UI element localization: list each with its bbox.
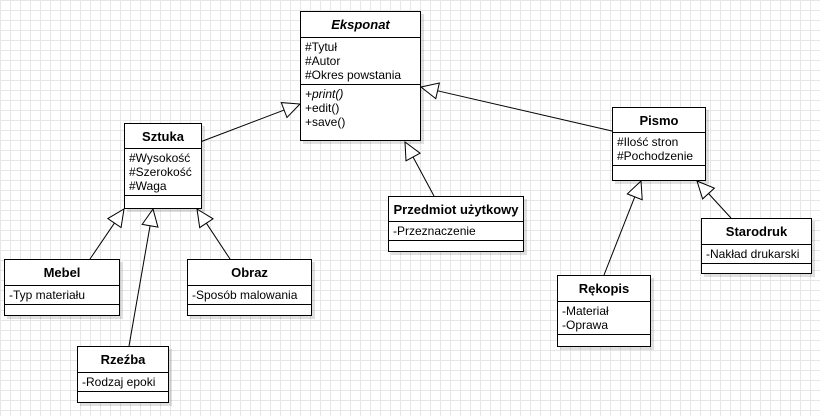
attributes-compartment: -Materiał-Oprawa: [558, 302, 650, 335]
attributes-compartment: -Nakład drukarski: [702, 245, 811, 264]
hollow-triangle-arrowhead: [280, 102, 302, 119]
attribute: -Oprawa: [562, 318, 609, 332]
class-name: Sztuka: [125, 124, 201, 149]
generalization-rekopis-to-pismo: [603, 179, 643, 276]
class-przedmiot-uzytkowy[interactable]: Przedmiot użytkowy -Przeznaczenie: [388, 196, 524, 252]
operation: +print(): [305, 87, 344, 101]
class-pismo[interactable]: Pismo #Ilość stron#Pochodzenie: [612, 107, 706, 181]
hollow-triangle-arrowhead: [106, 208, 125, 229]
generalization-przedmiot-to-eksponat: [404, 140, 435, 197]
class-starodruk[interactable]: Starodruk -Nakład drukarski: [701, 218, 812, 274]
class-name: Rzeźba: [78, 347, 168, 373]
hollow-triangle-arrowhead: [626, 179, 643, 201]
attributes-compartment: #Tytuł#Autor#Okres powstania: [301, 38, 420, 85]
attribute: -Sposób malowania: [192, 288, 298, 302]
attribute: #Tytuł: [305, 40, 338, 54]
hollow-triangle-arrowhead: [404, 140, 422, 162]
operations-compartment: [558, 335, 650, 346]
class-rzezba[interactable]: Rzeźba -Rodzaj epoki: [77, 346, 169, 403]
generalization-mebel-to-sztuka: [89, 208, 125, 260]
operation: +save(): [305, 115, 346, 129]
class-sztuka[interactable]: Sztuka #Wysokość#Szerokość#Waga: [124, 123, 202, 209]
attributes-compartment: -Sposób malowania: [188, 286, 311, 305]
operations-compartment: [5, 305, 119, 315]
attributes-compartment: -Przeznaczenie: [389, 222, 523, 241]
operations-compartment: [125, 196, 201, 208]
operations-compartment: [188, 305, 311, 315]
generalization-pismo-to-eksponat: [419, 82, 613, 132]
attribute: #Szerokość: [129, 165, 192, 179]
class-name: Przedmiot użytkowy: [389, 197, 523, 222]
attributes-compartment: -Typ materiału: [5, 286, 119, 305]
hollow-triangle-arrowhead: [696, 180, 716, 200]
attributes-compartment: #Ilość stron#Pochodzenie: [613, 133, 705, 166]
class-name: Pismo: [613, 108, 705, 133]
operation: +edit(): [305, 101, 340, 115]
generalization-starodruk-to-pismo: [696, 180, 732, 219]
attribute: #Wysokość: [129, 151, 191, 165]
class-name: Eksponat: [301, 12, 420, 38]
operations-compartment: +print()+edit()+save(): [301, 85, 420, 140]
hollow-triangle-arrowhead: [141, 207, 159, 228]
attribute: -Materiał: [562, 304, 609, 318]
attribute: #Ilość stron: [617, 135, 679, 149]
hollow-triangle-arrowhead: [419, 82, 441, 100]
attribute: -Przeznaczenie: [393, 224, 476, 238]
class-name: Mebel: [5, 260, 119, 286]
generalization-rzezba-to-sztuka: [128, 207, 159, 347]
attribute: -Rodzaj epoki: [82, 375, 156, 389]
attribute: #Waga: [129, 179, 167, 193]
class-rekopis[interactable]: Rękopis -Materiał-Oprawa: [557, 275, 651, 347]
class-mebel[interactable]: Mebel -Typ materiału: [4, 259, 120, 316]
class-name: Obraz: [188, 260, 311, 286]
class-eksponat[interactable]: Eksponat #Tytuł#Autor#Okres powstania +p…: [300, 11, 421, 141]
generalization-obraz-to-sztuka: [196, 208, 231, 260]
generalization-sztuka-to-eksponat: [186, 102, 302, 148]
attributes-compartment: #Wysokość#Szerokość#Waga: [125, 149, 201, 196]
hollow-triangle-arrowhead: [196, 208, 214, 229]
attribute: #Okres powstania: [305, 68, 402, 82]
attribute: -Nakład drukarski: [706, 247, 800, 261]
attribute: -Typ materiału: [9, 288, 86, 302]
attribute: #Autor: [305, 54, 341, 68]
attributes-compartment: -Rodzaj epoki: [78, 373, 168, 392]
operations-compartment: [78, 392, 168, 402]
attribute: #Pochodzenie: [617, 149, 694, 163]
class-name: Rękopis: [558, 276, 650, 302]
class-obraz[interactable]: Obraz -Sposób malowania: [187, 259, 312, 316]
operations-compartment: [389, 241, 523, 251]
class-name: Starodruk: [702, 219, 811, 245]
operations-compartment: [613, 166, 705, 180]
operations-compartment: [702, 264, 811, 273]
